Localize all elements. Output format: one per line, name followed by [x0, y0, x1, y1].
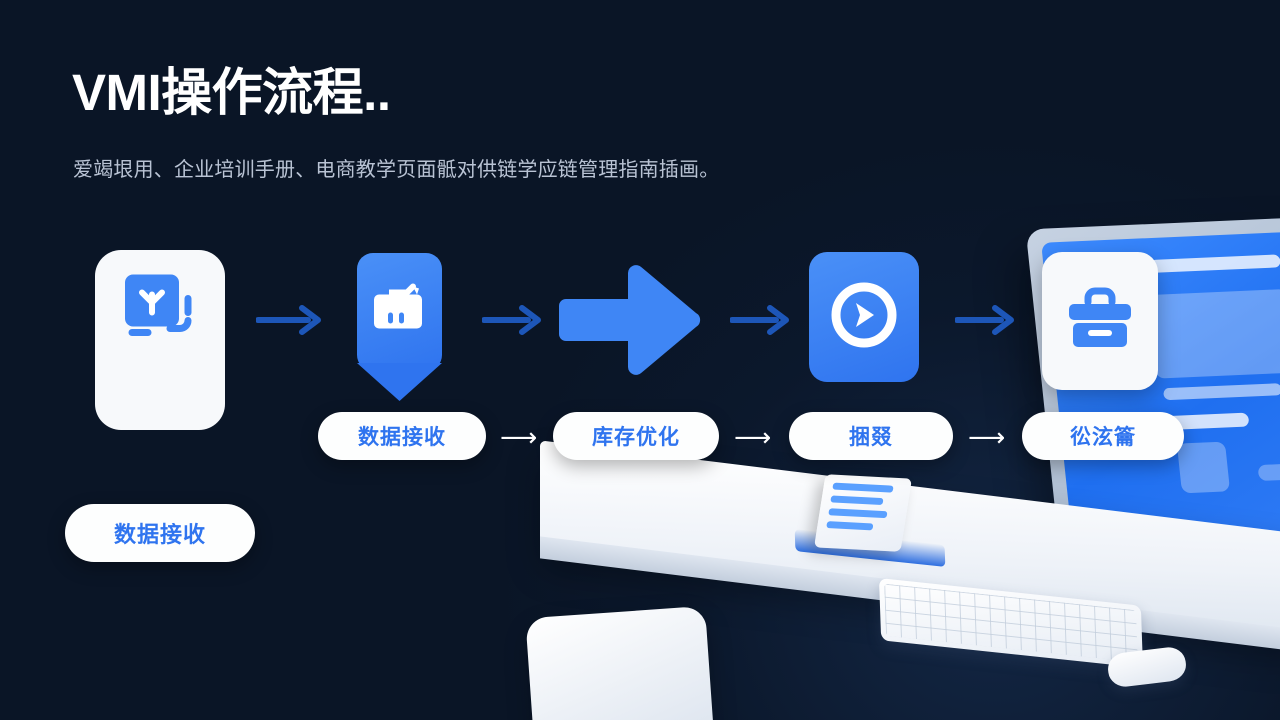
page-subtitle: 爱竭垠用、企业培训手册、电商教学页面骶对供链学应链管理指南插画。 — [73, 159, 720, 181]
briefcase-icon — [1063, 284, 1137, 359]
page-title: VMI操作流程.. — [72, 64, 391, 121]
clock-dial-icon — [826, 277, 902, 358]
label-bundle[interactable]: 捆叕 — [789, 412, 953, 460]
label-data-reception-primary[interactable]: 数据接收 — [65, 504, 255, 562]
label-inventory-optimization[interactable]: 库存优化 — [553, 412, 719, 460]
connector-arrow-2 — [481, 303, 548, 342]
label-data-reception[interactable]: 数据接收 — [318, 412, 486, 460]
flow-node-delivery[interactable] — [1042, 252, 1158, 390]
connector-arrow-3 — [729, 303, 796, 342]
label-arrow-1: ⟶ — [500, 422, 538, 452]
pin-shape-blue — [357, 253, 442, 371]
label-logistics[interactable]: 彸泫籥 — [1022, 412, 1184, 460]
document-stack-icon — [122, 273, 198, 352]
label-arrow-3: ⟶ — [968, 422, 1006, 452]
square-shape-white — [1042, 252, 1158, 390]
label-arrow-2: ⟶ — [734, 422, 772, 452]
connector-arrow-4 — [954, 303, 1021, 342]
connector-arrow-1 — [255, 303, 328, 342]
flow-node-inventory-optimization[interactable] — [357, 253, 442, 401]
flow-node-data-reception[interactable] — [95, 250, 225, 430]
flow-node-transfer[interactable] — [558, 265, 702, 380]
flow-node-scheduling[interactable] — [809, 252, 919, 382]
pin-shape-white — [95, 250, 225, 430]
square-shape-blue — [809, 252, 919, 382]
pin-tip-blue — [357, 363, 442, 401]
clipboard-chart-edit-icon — [371, 281, 429, 342]
block-arrow-right-icon — [558, 265, 702, 380]
